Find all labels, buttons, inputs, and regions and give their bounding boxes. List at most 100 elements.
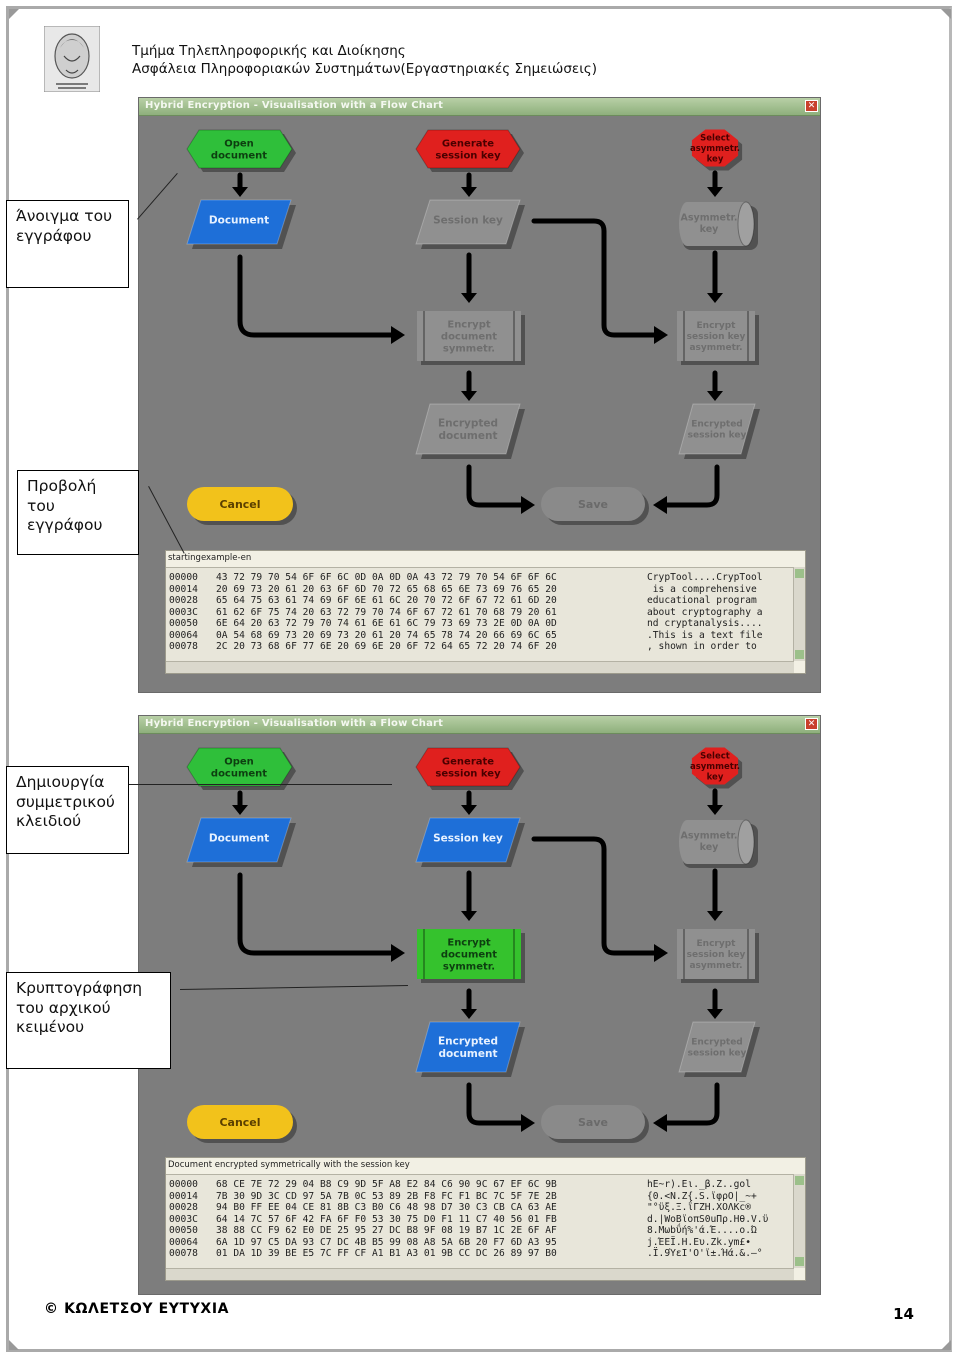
generate-session-key-label: Generate <box>442 139 494 150</box>
hex-dump: 00000 00014 00028 0003C 00050 00064 0007… <box>166 1174 805 1268</box>
arrow-to-save <box>466 464 527 508</box>
arrow-head <box>461 391 477 401</box>
encrypted-document-label: Encrypted <box>438 1035 498 1047</box>
vertical-scrollbar[interactable] <box>793 567 805 661</box>
callout-open-document: Άνοιγμα του εγγράφου <box>6 200 129 288</box>
document-shape <box>186 199 292 245</box>
window-titlebar: Hybrid Encryption - Visualisation with a… <box>139 98 820 116</box>
scroll-up-icon[interactable] <box>795 569 804 578</box>
open-document-label: Open <box>224 139 254 150</box>
encrypted-session-key-shape <box>678 403 756 455</box>
hex-bytes: 68 CE 7E 72 29 04 B8 C9 9D 5F A8 E2 84 C… <box>216 1179 557 1259</box>
hex-dump: 00000 00014 00028 0003C 00050 00064 0007… <box>166 567 805 661</box>
session-key-shape <box>415 817 521 863</box>
arrow-head <box>461 293 477 303</box>
session-key-shape <box>415 199 521 245</box>
encrypt-document-label: document <box>441 950 497 961</box>
corner-mark <box>9 1340 19 1350</box>
encrypted-session-key-label: Encrypted <box>691 420 743 430</box>
hex-offsets: 00000 00014 00028 0003C 00050 00064 0007… <box>169 572 198 652</box>
arrow-head <box>461 187 477 197</box>
scroll-down-icon[interactable] <box>795 1257 804 1266</box>
callout-line: εγγράφου <box>27 516 103 534</box>
arrow-session-to-asym-encrypt <box>531 836 660 956</box>
save-label: Save <box>578 498 608 511</box>
arrow-to-save <box>661 464 720 508</box>
generate-session-key-label: session key <box>435 769 501 780</box>
callout-line: του <box>27 496 55 515</box>
callout-line: Άνοιγμα του <box>16 207 113 225</box>
callout-line: κλειδιού <box>16 812 82 830</box>
close-icon[interactable]: ✕ <box>805 718 818 730</box>
callout-line: Δημιουργία <box>16 773 105 791</box>
hex-viewer: startingexample-en 00000 00014 00028 000… <box>165 550 806 674</box>
callout-line: εγγράφου <box>16 226 92 245</box>
encrypted-document-shape <box>415 403 521 455</box>
arrow-head <box>461 1009 477 1019</box>
university-logo <box>44 26 100 92</box>
cancel-label: Cancel <box>219 498 260 511</box>
corner-mark <box>941 1340 951 1350</box>
window-title: Hybrid Encryption - Visualisation with a… <box>145 718 444 729</box>
select-asymmetric-key-label: key <box>707 772 724 782</box>
save-label: Save <box>578 1116 608 1129</box>
encrypted-session-key-label: session key <box>688 431 747 441</box>
hex-offsets: 00000 00014 00028 0003C 00050 00064 0007… <box>169 1179 198 1259</box>
arrow-head <box>707 391 723 401</box>
hex-viewer-caption: Document encrypted symmetrically with th… <box>168 1160 410 1170</box>
arrow-head <box>461 805 477 815</box>
select-asymmetric-key-label: Select <box>700 133 730 143</box>
save-button <box>541 1105 645 1139</box>
leader-line <box>129 784 392 785</box>
encrypt-document-box <box>417 929 521 979</box>
session-key-label: Session key <box>433 215 503 227</box>
vertical-scrollbar[interactable] <box>793 1174 805 1268</box>
scroll-up-icon[interactable] <box>795 1176 804 1185</box>
arrow-to-save <box>661 1082 720 1126</box>
encrypt-session-key-label: Encrypt <box>697 321 737 331</box>
callout-line: κειμένου <box>16 1018 85 1036</box>
select-asymmetric-key-button <box>691 747 739 785</box>
encrypted-document-label: document <box>439 1048 498 1060</box>
window-title: Hybrid Encryption - Visualisation with a… <box>145 100 444 111</box>
scroll-down-icon[interactable] <box>795 650 804 659</box>
encrypt-document-box <box>417 311 521 361</box>
hex-ascii: hΕ~r).Ει._β.Ζ..gοl {0.<Ν.Ζ{.S.ϊφρΟ|_~+ "… <box>647 1179 769 1259</box>
hex-bytes: 43 72 79 70 54 6F 6F 6C 0D 0A 0D 0A 43 7… <box>216 572 557 652</box>
cancel-button <box>187 1105 293 1139</box>
cancel-button <box>187 487 293 521</box>
generate-session-key-label: session key <box>435 151 501 162</box>
select-asymmetric-key-label: asymmetr. <box>690 762 740 772</box>
encrypt-document-label: document <box>441 332 497 343</box>
encrypt-session-key-label: session key <box>687 950 746 960</box>
arrow-head <box>391 944 405 962</box>
horizontal-scrollbar[interactable] <box>166 1268 794 1280</box>
page-number: 14 <box>893 1305 914 1323</box>
course-title: Ασφάλεια Πληροφοριακών Συστημάτων(Εργαστ… <box>132 61 597 77</box>
arrow-head <box>707 805 723 815</box>
encrypt-document-label: symmetr. <box>443 344 495 355</box>
select-asymmetric-key-label: key <box>707 154 724 164</box>
asymmetric-key-label: key <box>700 224 720 235</box>
encrypt-document-label: symmetr. <box>443 962 495 973</box>
arrow-head <box>232 805 248 815</box>
callout-create-symmetric-key: Δημιουργία συμμετρικού κλειδιού <box>6 766 129 854</box>
close-icon[interactable]: ✕ <box>805 100 818 112</box>
open-document-button <box>186 129 293 169</box>
encrypted-session-key-label: Encrypted <box>691 1038 743 1048</box>
arrow-head <box>521 1114 535 1132</box>
screenshot-encrypt-document: Hybrid Encryption - Visualisation with a… <box>138 715 821 1295</box>
arrow-head <box>707 911 723 921</box>
arrow-to-save <box>466 1082 527 1126</box>
encrypt-document-label: Encrypt <box>447 320 490 331</box>
horizontal-scrollbar[interactable] <box>166 661 794 673</box>
encrypted-session-key-shape <box>678 1021 756 1073</box>
open-document-label: document <box>211 151 267 162</box>
open-document-button <box>186 747 293 787</box>
encrypted-document-label: Encrypted <box>438 417 498 429</box>
arrow-document-to-encrypt <box>237 254 397 338</box>
arrow-head <box>707 187 723 197</box>
hex-viewer-caption: startingexample-en <box>168 553 252 563</box>
